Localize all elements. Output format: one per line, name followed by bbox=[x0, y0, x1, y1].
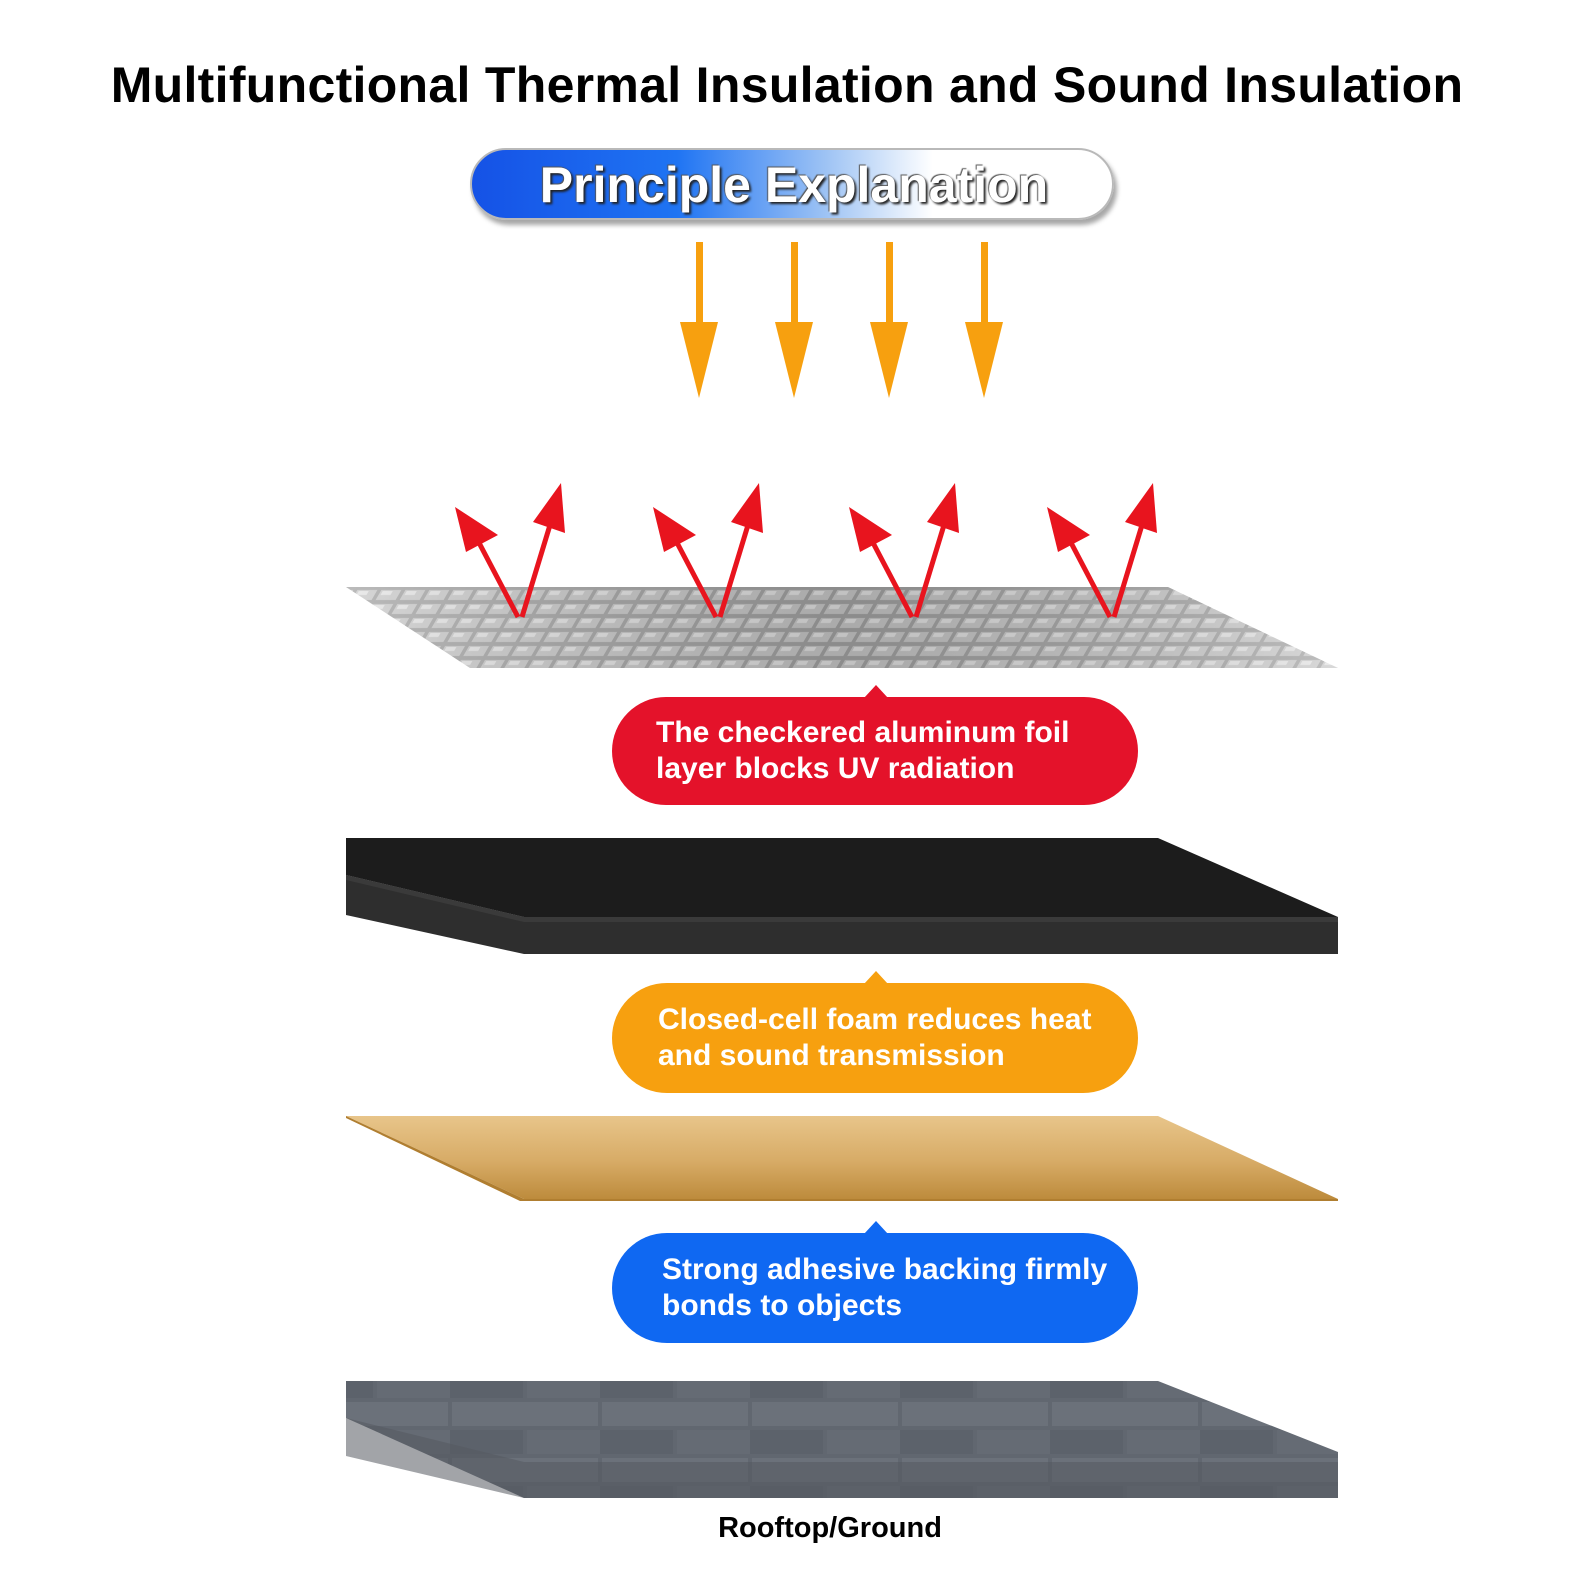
principle-banner-label: Principle Explanation bbox=[539, 157, 1049, 213]
page-title: Multifunctional Thermal Insulation and S… bbox=[110, 57, 1464, 113]
foil-caption-bubble: The checkered aluminum foil layer blocks… bbox=[612, 685, 1138, 805]
incoming-heat-arrows bbox=[680, 242, 1003, 398]
closed-cell-foam-layer bbox=[346, 838, 1338, 954]
reflect-arrow-icon bbox=[717, 483, 763, 618]
rooftop-ground-layer bbox=[346, 1381, 1338, 1498]
down-arrow-icon bbox=[965, 242, 1003, 398]
ground-caption: Rooftop/Ground bbox=[718, 1512, 942, 1544]
reflected-heat-arrows bbox=[455, 483, 1157, 619]
aluminum-foil-layer bbox=[346, 587, 1338, 668]
reflect-arrow-icon bbox=[913, 483, 959, 618]
foam-caption: Closed-cell foam reduces heat and sound … bbox=[658, 1003, 1092, 1072]
principle-banner: Principle Explanation bbox=[470, 148, 1114, 220]
adhesive-backing-layer bbox=[346, 1116, 1338, 1201]
reflect-arrow-icon bbox=[519, 483, 565, 618]
reflect-arrow-icon bbox=[455, 507, 521, 619]
down-arrow-icon bbox=[775, 242, 813, 398]
down-arrow-icon bbox=[870, 242, 908, 398]
foil-caption: The checkered aluminum foil layer blocks… bbox=[656, 716, 1070, 785]
down-arrow-icon bbox=[680, 242, 718, 398]
foam-caption-bubble: Closed-cell foam reduces heat and sound … bbox=[612, 971, 1138, 1093]
adhesive-caption: Strong adhesive backing firmly bonds to … bbox=[662, 1253, 1108, 1322]
reflect-arrow-icon bbox=[1111, 483, 1157, 618]
reflect-arrow-icon bbox=[653, 507, 719, 619]
reflect-arrow-icon bbox=[849, 507, 915, 619]
adhesive-caption-bubble: Strong adhesive backing firmly bonds to … bbox=[612, 1221, 1138, 1343]
reflect-arrow-icon bbox=[1047, 507, 1113, 619]
